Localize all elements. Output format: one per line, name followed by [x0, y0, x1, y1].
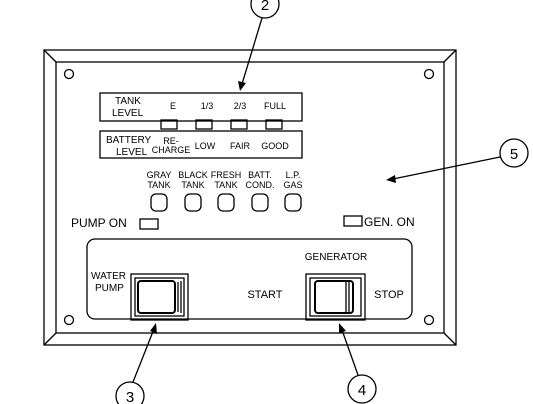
selector-button-lp-gas[interactable]	[284, 193, 302, 212]
battery-level-title-2: LEVEL	[116, 147, 148, 158]
selector-button-batt-cond[interactable]	[251, 193, 269, 212]
indicator-light-1-3	[195, 119, 213, 130]
water-pump-label-2: PUMP	[95, 283, 124, 294]
generator-label: GENERATOR	[305, 252, 367, 263]
battery-good: GOOD	[261, 141, 289, 151]
bezel-corner-tr	[443, 49, 457, 63]
generator-start-label: START	[247, 289, 282, 301]
generator-stop-label: STOP	[374, 289, 404, 301]
callout-arrow-4	[339, 323, 346, 333]
tank-level-2-3: 2/3	[234, 101, 247, 111]
tank-level-title-1: TANK	[115, 96, 141, 107]
callout-circle-4	[347, 374, 377, 404]
indicator-light-2-3	[230, 119, 248, 130]
indicator-light-e	[160, 119, 178, 130]
switch-panel	[86, 238, 413, 320]
selector-lp-label-1: L.P.	[286, 170, 301, 180]
tank-level-full: FULL	[264, 101, 286, 111]
gen-on-label: GEN. ON	[364, 215, 415, 229]
selector-black-label-1: BLACK	[178, 170, 208, 180]
screw-bottom-right	[423, 314, 435, 326]
callout-arrow-3	[150, 323, 157, 334]
selector-batt-label-1: BATT.	[248, 170, 272, 180]
selector-black-label-2: TANK	[181, 180, 204, 190]
callout-circle-5	[499, 138, 529, 168]
bezel-corner-tl	[43, 49, 57, 63]
panel-outer-bezel	[43, 49, 457, 346]
selector-fresh-label-1: FRESH	[211, 170, 242, 180]
selector-batt-label-2: COND.	[246, 180, 275, 190]
screw-top-right	[423, 68, 435, 80]
pump-on-indicator	[139, 218, 159, 230]
selector-button-gray-tank[interactable]	[150, 193, 168, 212]
callout-leader-2	[241, 17, 263, 85]
bezel-corner-br	[443, 332, 457, 346]
tank-level-title-2: LEVEL	[112, 108, 144, 119]
callout-number-5: 5	[510, 146, 518, 163]
battery-recharge-2: CHARGE	[152, 145, 191, 155]
battery-low: LOW	[195, 141, 216, 151]
selector-button-fresh-tank[interactable]	[217, 193, 235, 212]
water-pump-label-1: WATER	[91, 271, 126, 282]
callout-leader-4	[341, 329, 359, 376]
tank-level-e: E	[170, 101, 176, 111]
pump-on-label: PUMP ON	[71, 216, 127, 230]
indicator-light-full	[265, 119, 283, 130]
battery-level-title-1: BATTERY	[106, 135, 152, 146]
callout-number-2: 2	[261, 0, 269, 14]
battery-level-panel	[99, 130, 303, 159]
callout-number-3: 3	[126, 389, 134, 404]
selector-gray-label-1: GRAY	[147, 170, 172, 180]
tank-level-panel	[99, 92, 303, 122]
callout-leader-3	[132, 328, 155, 383]
callout-arrow-2	[238, 81, 246, 91]
selector-fresh-label-2: TANK	[214, 180, 237, 190]
panel-inner-face	[55, 61, 445, 334]
selector-gray-label-2: TANK	[147, 180, 170, 190]
generator-switch[interactable]	[305, 273, 366, 321]
selector-button-black-tank[interactable]	[184, 193, 202, 212]
callout-leader-5	[392, 156, 501, 180]
callout-arrow-5	[386, 175, 396, 183]
battery-recharge-1: RE-	[163, 136, 179, 146]
battery-fair: FAIR	[230, 141, 251, 151]
callout-circle-2	[250, 0, 280, 19]
screw-top-left	[63, 68, 75, 80]
gen-on-indicator	[343, 215, 363, 227]
bezel-corner-bl	[43, 332, 57, 346]
callout-number-4: 4	[358, 382, 366, 399]
selector-lp-label-2: GAS	[283, 180, 302, 190]
tank-level-1-3: 1/3	[201, 101, 214, 111]
callout-circle-3	[115, 381, 145, 404]
water-pump-switch[interactable]	[130, 273, 189, 321]
screw-bottom-left	[63, 314, 75, 326]
